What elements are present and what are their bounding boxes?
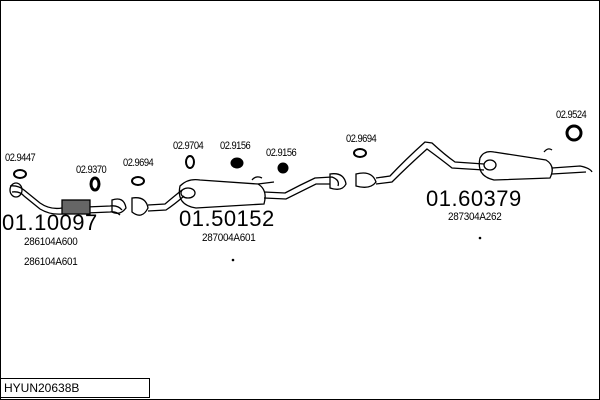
part-code: 02.9447 bbox=[5, 152, 36, 164]
gasket-icon bbox=[353, 148, 367, 158]
hanger-icon bbox=[89, 176, 101, 192]
flange bbox=[131, 197, 149, 216]
gasket-icon bbox=[131, 176, 145, 186]
tail-pipe bbox=[551, 165, 593, 175]
rubber-mount-icon bbox=[230, 157, 244, 169]
part-code: 02.9156 bbox=[220, 140, 251, 152]
main-part-code: 01.10097 bbox=[2, 210, 98, 235]
front-flange bbox=[9, 182, 23, 198]
rubber-mount-icon bbox=[277, 162, 289, 174]
part-code: 02.9370 bbox=[76, 164, 107, 176]
part-code: 02.9524 bbox=[556, 109, 587, 121]
center-muffler bbox=[178, 178, 266, 209]
oem-number: 286104A601 bbox=[24, 256, 78, 268]
flange bbox=[355, 172, 377, 188]
hanger-icon bbox=[185, 155, 195, 169]
rear-muffler bbox=[478, 150, 553, 181]
part-code: 02.9694 bbox=[346, 133, 377, 145]
part-code: 02.9156 bbox=[266, 147, 297, 159]
main-part-code: 01.50152 bbox=[179, 206, 275, 231]
part-code: 02.9694 bbox=[123, 157, 154, 169]
rubber-ring-icon bbox=[565, 124, 583, 142]
flex-joint bbox=[61, 199, 91, 215]
gasket-icon bbox=[13, 169, 27, 179]
oem-number: 287304A262 bbox=[448, 211, 502, 223]
main-part-code: 01.60379 bbox=[426, 186, 522, 211]
flange bbox=[329, 173, 347, 190]
oem-number: 286104A600 bbox=[24, 236, 78, 248]
intermediate-pipe bbox=[263, 176, 340, 194]
rear-pipe bbox=[375, 141, 485, 179]
flange bbox=[111, 198, 127, 214]
front-pipe bbox=[9, 185, 123, 211]
reference-code: HYUN20638B bbox=[0, 378, 150, 398]
part-code: 02.9704 bbox=[173, 140, 204, 152]
oem-number: 287004A601 bbox=[202, 232, 256, 244]
